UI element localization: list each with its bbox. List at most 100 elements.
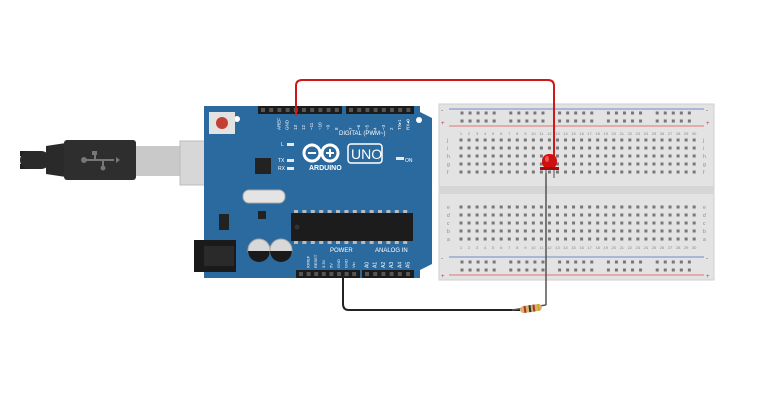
breadboard-hole[interactable] [631,260,635,264]
breadboard-hole[interactable] [491,237,495,241]
breadboard-hole[interactable] [612,170,616,174]
breadboard-hole[interactable] [692,213,696,217]
breadboard-hole[interactable] [499,205,503,209]
breadboard-hole[interactable] [580,205,584,209]
breadboard-hole[interactable] [644,162,648,166]
breadboard-hole[interactable] [572,229,576,233]
breadboard-hole[interactable] [620,237,624,241]
breadboard-hole[interactable] [636,213,640,217]
breadboard-hole[interactable] [692,237,696,241]
breadboard-hole[interactable] [572,205,576,209]
header-pin[interactable] [365,108,370,112]
breadboard-hole[interactable] [692,221,696,225]
breadboard-hole[interactable] [572,154,576,158]
breadboard-hole[interactable] [483,237,487,241]
breadboard-hole[interactable] [547,213,551,217]
breadboard-hole[interactable] [531,138,535,142]
breadboard-hole[interactable] [475,221,479,225]
breadboard-hole[interactable] [509,268,513,272]
breadboard-hole[interactable] [652,237,656,241]
breadboard-hole[interactable] [499,229,503,233]
breadboard-hole[interactable] [684,205,688,209]
breadboard-hole[interactable] [652,221,656,225]
breadboard-hole[interactable] [676,229,680,233]
breadboard-hole[interactable] [574,268,578,272]
breadboard[interactable]: - + - + - + - + 112233445566778899101011… [438,103,715,281]
breadboard-hole[interactable] [572,162,576,166]
breadboard-hole[interactable] [525,260,529,264]
breadboard-hole[interactable] [588,229,592,233]
breadboard-hole[interactable] [622,268,626,272]
breadboard-hole[interactable] [515,221,519,225]
breadboard-hole[interactable] [459,213,463,217]
breadboard-hole[interactable] [668,146,672,150]
breadboard-hole[interactable] [475,162,479,166]
breadboard-hole[interactable] [652,146,656,150]
header-pin[interactable] [349,108,353,112]
breadboard-hole[interactable] [580,170,584,174]
breadboard-hole[interactable] [620,229,624,233]
breadboard-hole[interactable] [636,138,640,142]
breadboard-hole[interactable] [588,146,592,150]
breadboard-hole[interactable] [596,213,600,217]
breadboard-hole[interactable] [687,260,691,264]
breadboard-hole[interactable] [604,229,608,233]
breadboard-hole[interactable] [491,229,495,233]
header-pin[interactable] [299,272,303,276]
breadboard-hole[interactable] [541,260,545,264]
breadboard-hole[interactable] [596,146,600,150]
breadboard-hole[interactable] [692,138,696,142]
breadboard-hole[interactable] [566,111,570,115]
breadboard-hole[interactable] [622,111,626,115]
breadboard-hole[interactable] [596,154,600,158]
breadboard-hole[interactable] [668,138,672,142]
breadboard-hole[interactable] [539,237,543,241]
breadboard-hole[interactable] [660,162,664,166]
breadboard-hole[interactable] [639,111,643,115]
breadboard-hole[interactable] [547,237,551,241]
breadboard-hole[interactable] [467,229,471,233]
breadboard-hole[interactable] [459,237,463,241]
breadboard-hole[interactable] [555,146,559,150]
black-ground-wire[interactable] [342,276,520,311]
breadboard-hole[interactable] [596,170,600,174]
breadboard-hole[interactable] [604,146,608,150]
breadboard-hole[interactable] [620,154,624,158]
power-header[interactable] [296,270,360,278]
breadboard-hole[interactable] [572,146,576,150]
breadboard-hole[interactable] [515,138,519,142]
breadboard-hole[interactable] [644,138,648,142]
breadboard-hole[interactable] [531,221,535,225]
digital-header-right[interactable] [346,106,414,114]
breadboard-hole[interactable] [476,260,480,264]
breadboard-hole[interactable] [566,268,570,272]
breadboard-hole[interactable] [692,154,696,158]
breadboard-hole[interactable] [684,221,688,225]
breadboard-hole[interactable] [566,119,570,123]
breadboard-hole[interactable] [509,119,513,123]
breadboard-hole[interactable] [628,170,632,174]
header-pin[interactable] [261,108,265,112]
breadboard-hole[interactable] [483,205,487,209]
breadboard-hole[interactable] [468,111,472,115]
breadboard-hole[interactable] [460,119,464,123]
header-pin[interactable] [269,108,274,112]
breadboard-hole[interactable] [590,260,594,264]
header-pin[interactable] [373,108,378,112]
breadboard-hole[interactable] [644,237,648,241]
breadboard-hole[interactable] [574,119,578,123]
breadboard-hole[interactable] [499,221,503,225]
breadboard-hole[interactable] [483,170,487,174]
breadboard-hole[interactable] [558,111,562,115]
breadboard-hole[interactable] [663,111,667,115]
header-pin[interactable] [318,108,323,112]
breadboard-hole[interactable] [460,260,464,264]
breadboard-hole[interactable] [483,221,487,225]
breadboard-hole[interactable] [523,162,527,166]
breadboard-hole[interactable] [459,146,463,150]
breadboard-hole[interactable] [668,237,672,241]
breadboard-hole[interactable] [525,119,529,123]
breadboard-hole[interactable] [612,205,616,209]
breadboard-hole[interactable] [668,205,672,209]
